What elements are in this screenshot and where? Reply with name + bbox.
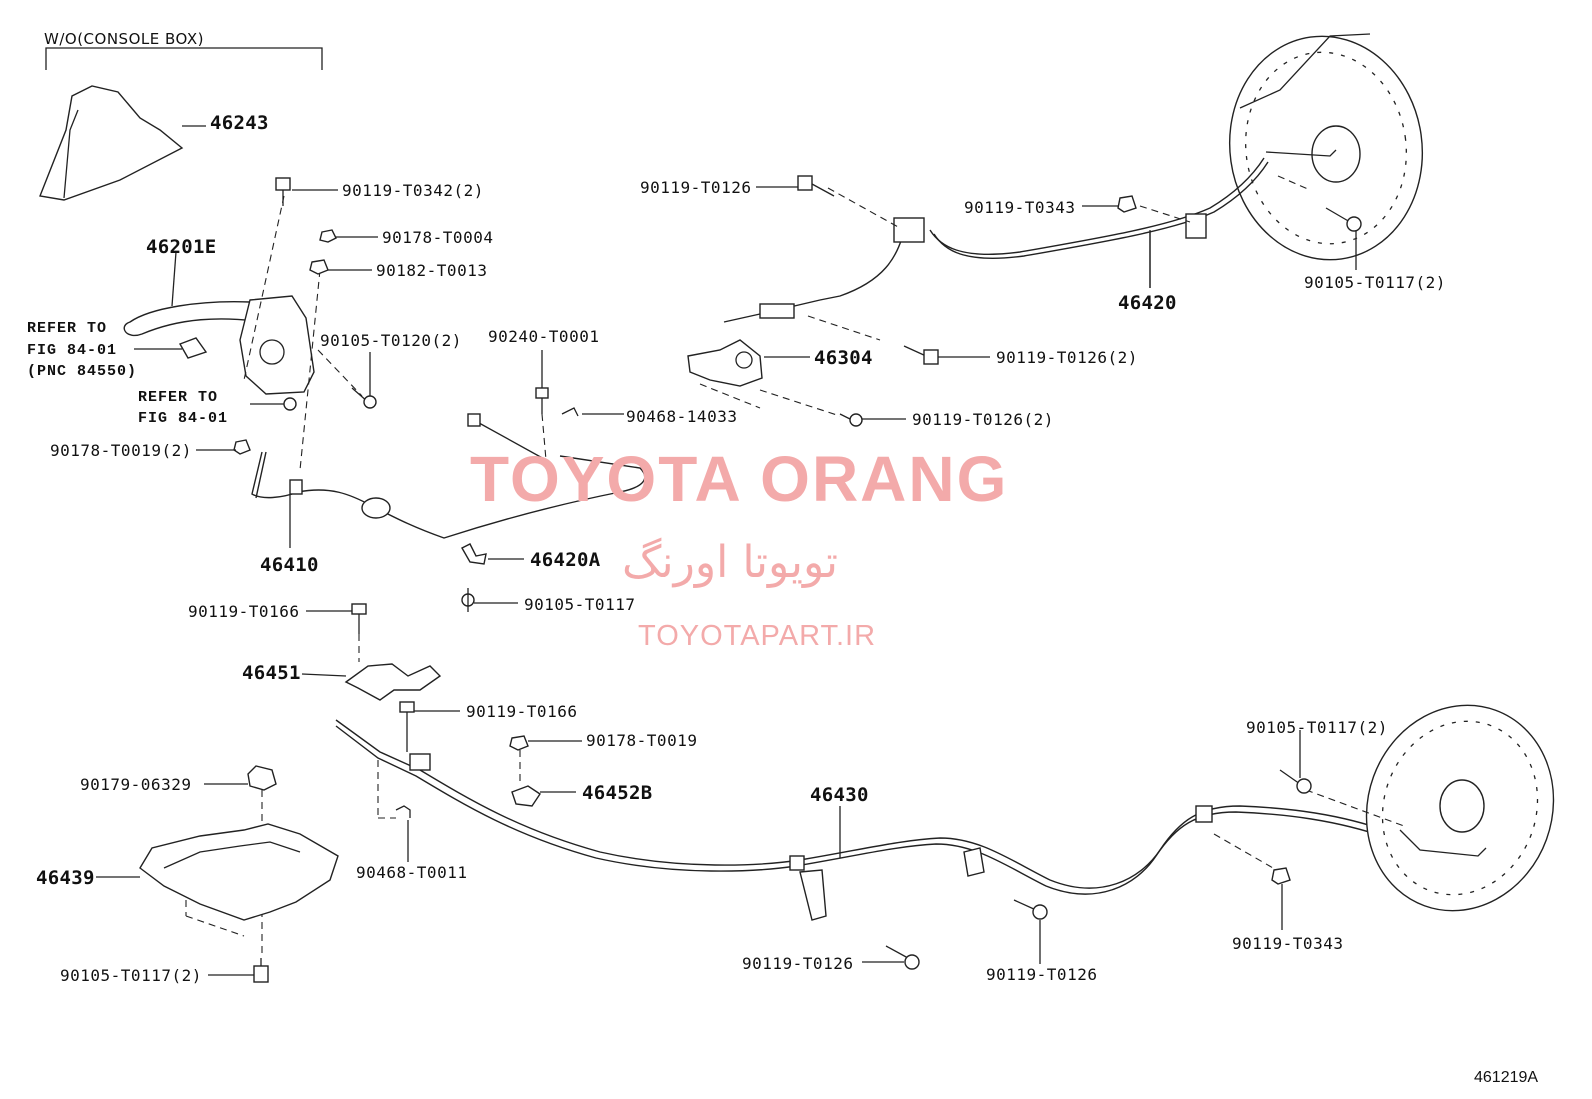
part-90105-T0117-top[interactable]: 90105-T0117(2)	[1304, 273, 1446, 292]
lever-46201E	[123, 251, 315, 395]
pnc-46243[interactable]: 46243	[210, 112, 269, 134]
part-90119-T0126-x2-a[interactable]: 90119-T0126(2)	[996, 348, 1138, 367]
bolt-90119-T0126-x2-b	[839, 413, 906, 427]
nut-90178-T0019	[509, 735, 582, 786]
bolt-90119-T0126-b1	[862, 945, 920, 970]
bracket-rear-cable	[799, 847, 985, 921]
part-90119-T0126-b1[interactable]: 90119-T0126	[742, 954, 854, 973]
bolt-refer2	[250, 397, 297, 411]
cable-46420	[723, 149, 1337, 323]
bolt-90105-T0117-mid	[461, 588, 518, 612]
pnc-46201E[interactable]: 46201E	[146, 236, 217, 258]
shield-46439	[96, 823, 339, 921]
bolt-90119-T0166-a	[306, 603, 367, 634]
part-90105-T0120[interactable]: 90105-T0120(2)	[320, 331, 462, 350]
part-90119-T0343-bottom[interactable]: 90119-T0343	[1232, 934, 1344, 953]
part-90182-T0013[interactable]: 90182-T0013	[376, 261, 488, 280]
pnc-46430[interactable]: 46430	[810, 784, 869, 806]
backing-plate-upper	[1228, 33, 1424, 261]
part-90119-T0166-b[interactable]: 90119-T0166	[466, 702, 578, 721]
part-90468-14033[interactable]: 90468-14033	[626, 407, 738, 426]
pnc-46439[interactable]: 46439	[36, 867, 95, 889]
part-90178-T0019[interactable]: 90178-T0019	[586, 731, 698, 750]
watermark-brand-fa: تویوتا اورنگ	[622, 537, 838, 588]
part-90119-T0126-b2[interactable]: 90119-T0126	[986, 965, 1098, 984]
part-90468-T0011[interactable]: 90468-T0011	[356, 863, 468, 882]
part-90105-T0117-mid[interactable]: 90105-T0117	[524, 595, 636, 614]
bolt-90119-T0126-x2-a	[903, 345, 990, 365]
watermark-brand: TOYOTA ORANG	[470, 443, 1009, 515]
nut-90119-T0343-top	[1082, 195, 1137, 213]
pin-90240-T0001	[535, 350, 549, 461]
part-90240-T0001[interactable]: 90240-T0001	[488, 327, 600, 346]
nut-90179-06329	[204, 765, 277, 791]
pnc-46304[interactable]: 46304	[814, 347, 873, 369]
pnc-46452B[interactable]: 46452B	[582, 782, 653, 804]
part-90119-T0126-top[interactable]: 90119-T0126	[640, 178, 752, 197]
bolt-90119-T0166-b	[399, 701, 460, 752]
bolt-90119-T0342	[275, 177, 338, 206]
refer-note-2-line2: FIG 84-01	[138, 410, 229, 427]
part-90119-T0342[interactable]: 90119-T0342(2)	[342, 181, 484, 200]
clip-90468-14033	[561, 407, 624, 417]
nut-90182-T0013	[309, 259, 372, 275]
bolt-90105-T0117-right	[1279, 730, 1312, 794]
nut-90178-T0004	[319, 229, 378, 243]
bracket-46420A	[461, 543, 524, 565]
bracket-46451	[301, 663, 442, 701]
cable-46410	[251, 413, 646, 548]
console-box-bracket	[45, 47, 323, 70]
pnc-46420[interactable]: 46420	[1118, 292, 1177, 314]
bolt-90119-T0126-top	[756, 175, 835, 197]
pnc-46420A[interactable]: 46420A	[530, 549, 601, 571]
clip-90468-T0011	[377, 760, 411, 862]
watermark-site: TOYOTAPART.IR	[638, 620, 877, 652]
nut-90178-T0019-x2	[196, 439, 251, 455]
part-90119-T0166-a[interactable]: 90119-T0166	[188, 602, 300, 621]
figure-code: 461219A	[1474, 1069, 1539, 1086]
boot-46243	[39, 85, 206, 201]
variant-note: W/O(CONSOLE BOX)	[44, 30, 204, 48]
equalizer-46304	[687, 339, 810, 387]
part-90105-T0117-right[interactable]: 90105-T0117(2)	[1246, 718, 1388, 737]
bolt-90119-T0126-b2	[1013, 899, 1048, 964]
clamp-46452B	[511, 785, 576, 807]
backing-plate-lower	[1365, 704, 1555, 912]
refer-note-1-line1: REFER TO	[27, 320, 108, 337]
bolt-90105-T0120	[351, 352, 377, 409]
bolt-90105-T0117-top	[1325, 207, 1362, 270]
refer-note-1-line3: (PNC 84550)	[27, 363, 138, 380]
refer-note-1-line2: FIG 84-01	[27, 342, 118, 359]
cable-46430	[335, 719, 1391, 895]
part-90178-T0004[interactable]: 90178-T0004	[382, 228, 494, 247]
pnc-46451[interactable]: 46451	[242, 662, 301, 684]
part-90119-T0126-x2-b[interactable]: 90119-T0126(2)	[912, 410, 1054, 429]
part-90119-T0343-top[interactable]: 90119-T0343	[964, 198, 1076, 217]
part-90178-T0019-x2[interactable]: 90178-T0019(2)	[50, 441, 192, 460]
refer-note-2-line1: REFER TO	[138, 389, 219, 406]
nut-90119-T0343-bottom	[1271, 867, 1291, 930]
bolt-90105-T0117-bottom	[208, 958, 269, 983]
part-90179-06329[interactable]: 90179-06329	[80, 775, 192, 794]
part-90105-T0117-bottom[interactable]: 90105-T0117(2)	[60, 966, 202, 985]
pnc-46410[interactable]: 46410	[260, 554, 319, 576]
